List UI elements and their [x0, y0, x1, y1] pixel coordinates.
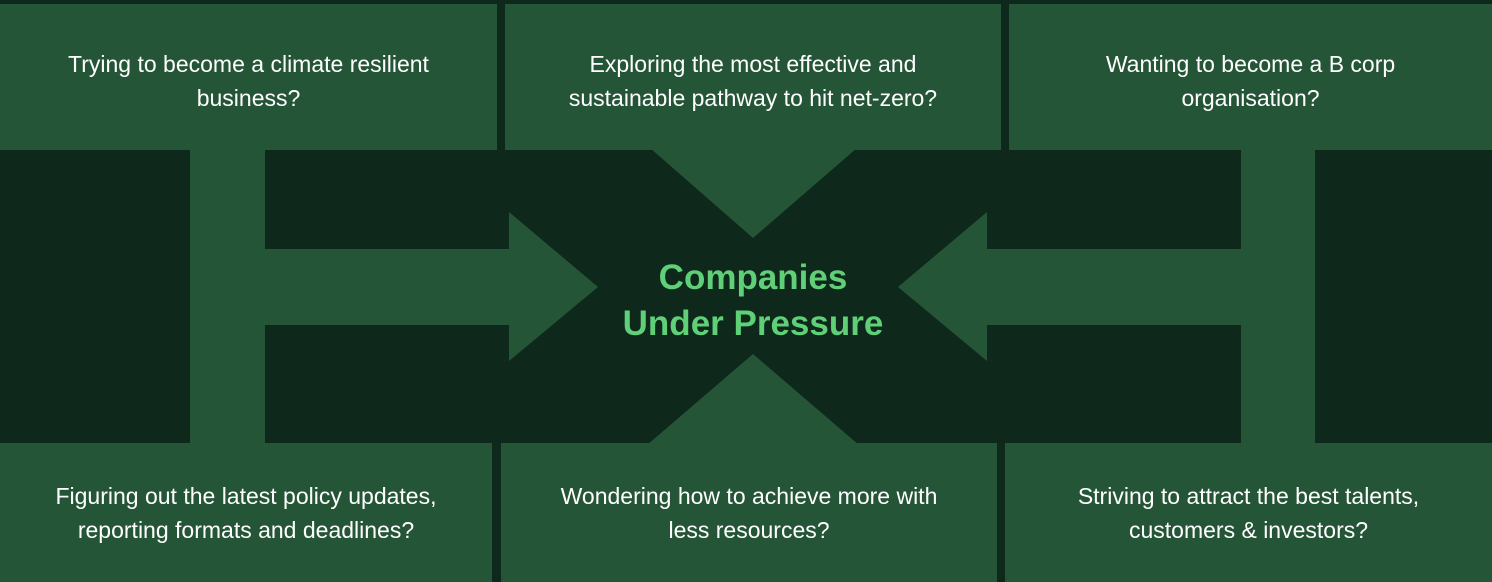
- center-title: Companies Under Pressure: [553, 255, 953, 347]
- challenge-text: Figuring out the latest policy updates,: [55, 482, 437, 509]
- challenge-resources: Wondering how to achieve more with less r…: [501, 443, 997, 582]
- left-arrow: [265, 212, 598, 361]
- challenge-text: Trying to become a climate resilient: [68, 51, 429, 77]
- center-title-line1: Companies: [658, 258, 848, 297]
- challenge-policy-updates: Figuring out the latest policy updates, r…: [0, 443, 492, 582]
- challenge-talent: Striving to attract the best talents, cus…: [1005, 443, 1492, 582]
- left-connector-bar: [190, 148, 265, 445]
- challenge-climate-resilience: Trying to become a climate resilient busi…: [0, 4, 497, 150]
- challenge-text: customers & investors?: [1128, 516, 1369, 543]
- challenge-text: Wondering how to achieve more with: [560, 482, 938, 509]
- right-connector-bar: [1241, 148, 1315, 445]
- challenge-text: sustainable pathway to hit net-zero?: [568, 85, 938, 111]
- challenge-text: less resources?: [668, 516, 830, 543]
- right-arrow: [898, 212, 1241, 361]
- challenge-text: business?: [196, 85, 301, 111]
- challenge-text: organisation?: [1181, 85, 1320, 111]
- bottom-arrow: [647, 354, 859, 445]
- challenge-text: reporting formats and deadlines?: [77, 516, 415, 543]
- challenge-b-corp: Wanting to become a B corp organisation?: [1009, 4, 1492, 150]
- top-arrow: [650, 148, 857, 238]
- challenge-text: Wanting to become a B corp: [1105, 51, 1396, 77]
- challenge-net-zero: Exploring the most effective and sustaina…: [505, 4, 1001, 150]
- center-title-line2: Under Pressure: [622, 304, 884, 343]
- challenge-text: Striving to attract the best talents,: [1077, 482, 1420, 509]
- challenge-text: Exploring the most effective and: [589, 51, 917, 77]
